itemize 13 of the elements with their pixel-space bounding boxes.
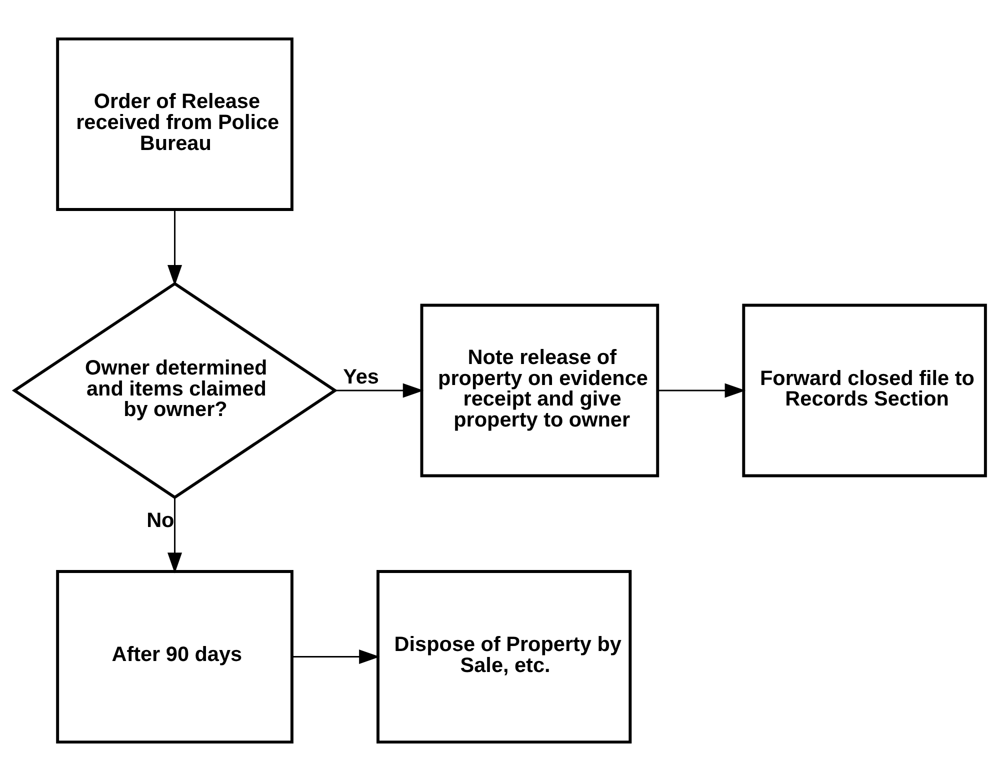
- node-box: Order of Release received from Police Bureau: [56, 37, 294, 211]
- arrow: [335, 383, 424, 398]
- node-box: Forward closed file to Records Section: [742, 304, 987, 478]
- edge-label: No: [146, 509, 174, 532]
- arrow: [292, 650, 380, 664]
- node-box: Dispose of Property by Sale, etc.: [376, 570, 632, 744]
- arrow: [658, 383, 746, 398]
- node-diamond: Owner determined and items claimed by owner?: [12, 282, 338, 500]
- arrow: [167, 210, 182, 286]
- node-box: Note release of property on evidence receipt and give property to owner: [420, 304, 660, 478]
- edge-label: Yes: [343, 365, 379, 388]
- arrow: [167, 498, 182, 574]
- node-box: After 90 days: [56, 570, 294, 744]
